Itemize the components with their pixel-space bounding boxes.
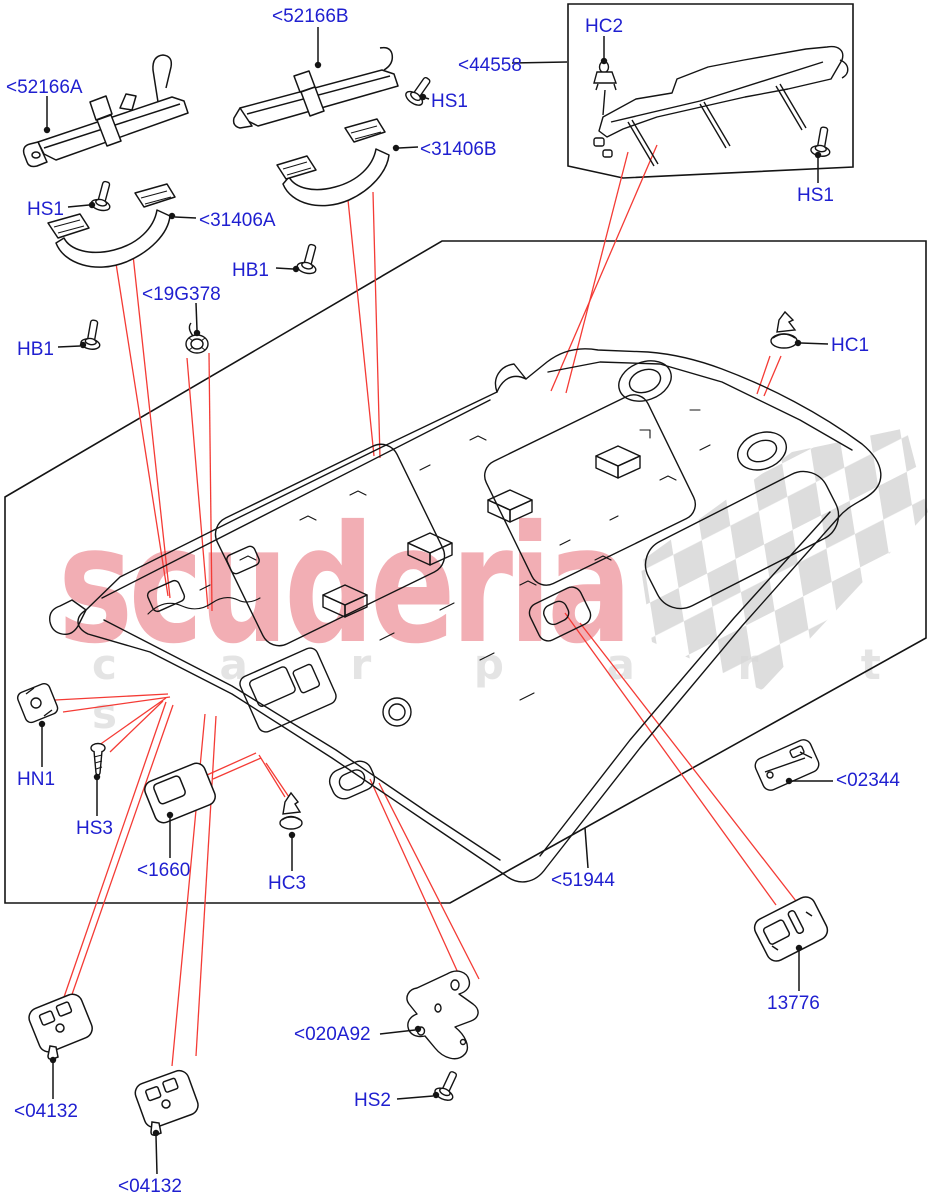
foam-block-drawing <box>322 445 641 618</box>
lamp-13776-drawing <box>753 896 829 962</box>
part-label-04132-1[interactable]: <04132 <box>14 1101 78 1122</box>
part-label-44558[interactable]: <44558 <box>458 55 522 76</box>
watermark-brand-text: scuderia <box>58 492 632 680</box>
front-lamp-bezel-drawing <box>328 760 376 800</box>
grommet-19g378-drawing <box>185 322 209 354</box>
screw-hb1-right-drawing <box>295 241 323 277</box>
clip-hc3-drawing <box>279 791 303 830</box>
part-label-31406a[interactable]: <31406A <box>199 210 276 231</box>
cantrail-panel-44558-drawing <box>593 45 849 167</box>
part-label-31406b[interactable]: <31406B <box>420 139 497 160</box>
part-label-51944[interactable]: <51944 <box>551 870 615 891</box>
bracket-02344-drawing <box>754 739 820 791</box>
part-label-hs3[interactable]: HS3 <box>76 818 113 839</box>
part-label-hn1[interactable]: HN1 <box>17 769 56 790</box>
grab-handle-31406b-drawing <box>276 118 390 207</box>
red-locator-lines <box>54 144 797 1067</box>
clip-04132-second-drawing <box>134 1069 199 1136</box>
part-label-52166a[interactable]: <52166A <box>6 77 83 98</box>
part-label-hc1[interactable]: HC1 <box>831 335 870 356</box>
part-label-04132-2[interactable]: <04132 <box>118 1176 182 1197</box>
part-label-1660[interactable]: <1660 <box>137 860 191 881</box>
screw-hs3-drawing <box>90 742 106 777</box>
part-label-hc2[interactable]: HC2 <box>585 16 624 37</box>
part-label-hs2[interactable]: HS2 <box>354 1090 391 1111</box>
main-diagram-box <box>4 240 927 904</box>
overhead-console-drawing <box>239 647 337 733</box>
headliner-panel-drawing <box>49 348 882 883</box>
part-label-hs1-right[interactable]: HS1 <box>797 185 834 206</box>
part-label-02344[interactable]: <02344 <box>836 770 900 791</box>
part-label-hs1-mid[interactable]: HS1 <box>431 91 468 112</box>
surface-detail-marks <box>199 409 711 701</box>
part-label-19g378[interactable]: <19G378 <box>142 284 221 305</box>
part-label-020a92[interactable]: <020A92 <box>294 1024 371 1045</box>
leader-dots <box>38 57 822 1137</box>
leader-lines <box>41 27 833 1175</box>
clip-hc1-drawing <box>770 310 798 349</box>
clip-hc2-drawing <box>593 60 617 91</box>
part-label-52166b[interactable]: <52166B <box>272 6 349 27</box>
part-label-hb1-left[interactable]: HB1 <box>17 339 54 360</box>
bracket-52166a-drawing <box>22 54 189 168</box>
screw-hs1-topright-drawing <box>809 125 835 159</box>
bracket-020a92-drawing <box>406 970 479 1060</box>
bracket-52166b-drawing <box>232 46 399 129</box>
clip-04132-first-drawing <box>28 993 93 1060</box>
clip-hn1-drawing <box>16 682 59 724</box>
part-label-13776[interactable]: 13776 <box>767 993 820 1014</box>
grab-handle-31406a-drawing <box>47 183 176 268</box>
part-label-hc3[interactable]: HC3 <box>268 873 307 894</box>
part-label-hb1-right[interactable]: HB1 <box>232 260 269 281</box>
part-label-hs1-left[interactable]: HS1 <box>27 199 64 220</box>
plate-1660-drawing <box>144 762 216 824</box>
cantrail-inset-box <box>567 3 854 179</box>
rear-lamp-bezel-drawing <box>528 586 592 642</box>
